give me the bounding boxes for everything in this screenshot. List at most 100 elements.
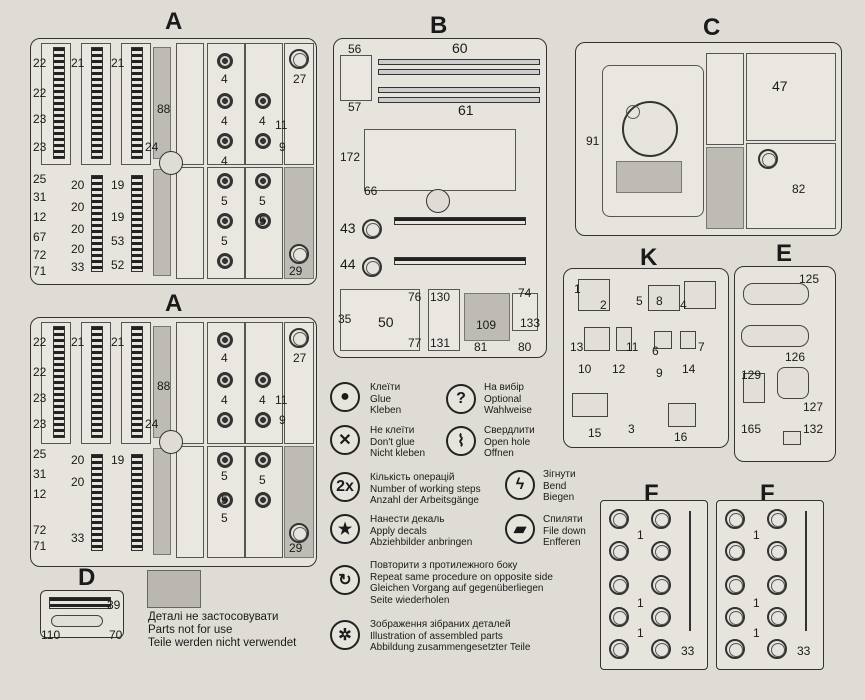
part-number: 5 — [221, 493, 228, 507]
part-number: 44 — [340, 256, 356, 272]
part-number: 9 — [279, 140, 286, 154]
part-number: 4 — [680, 298, 687, 312]
part-number: 29 — [289, 541, 303, 555]
steps-icon: 2x — [330, 472, 360, 502]
sprue-a-bottom: 22 22 23 23 25 31 12 72 71 21 21 20 20 3… — [30, 317, 317, 567]
part-number: 25 — [33, 447, 47, 461]
part-number: 5 — [636, 294, 643, 308]
part-number: 52 — [111, 258, 125, 272]
part-number: 1 — [637, 528, 644, 542]
part-number: 19 — [111, 178, 125, 192]
part-number: 9 — [279, 413, 286, 427]
sprue-c: 91 47 82 — [575, 42, 842, 236]
part-number: 33 — [71, 531, 85, 545]
part-number: 71 — [33, 539, 47, 553]
part-number: 1 — [753, 626, 760, 640]
sprue-d: 39 110 70 — [40, 590, 124, 642]
sprue-k-letter: K — [640, 244, 658, 271]
part-number: 88 — [157, 102, 171, 116]
part-number: 5 — [259, 473, 266, 487]
part-number: 72 — [33, 523, 47, 537]
part-number: 71 — [33, 264, 47, 278]
part-number: 5 — [221, 469, 228, 483]
part-number: 74 — [518, 286, 532, 300]
part-number: 23 — [33, 391, 47, 405]
part-number: 1 — [574, 282, 581, 296]
part-number: 23 — [33, 140, 47, 154]
part-number: 56 — [348, 42, 362, 56]
part-number: 4 — [221, 72, 228, 86]
drill-icon: ⌇ — [446, 426, 476, 456]
part-number: 22 — [33, 365, 47, 379]
part-number: 22 — [33, 335, 47, 349]
part-number: 77 — [408, 336, 422, 350]
part-number: 131 — [430, 336, 451, 350]
part-number: 109 — [476, 318, 497, 332]
part-number: 4 — [259, 393, 266, 407]
sprue-e-letter: E — [776, 240, 793, 267]
part-number: 14 — [682, 362, 696, 376]
part-number: 9 — [656, 366, 663, 380]
part-number: 16 — [674, 430, 688, 444]
part-number: 61 — [458, 102, 474, 118]
part-number: 21 — [71, 56, 85, 70]
not-for-use-label: Деталі не застосовувати Parts not for us… — [148, 611, 297, 649]
repeat-icon: ↻ — [330, 565, 360, 595]
part-number: 4 — [221, 351, 228, 365]
part-number: 110 — [41, 628, 61, 642]
part-number: 82 — [792, 182, 806, 196]
part-number: 21 — [71, 335, 85, 349]
part-number: 5 — [221, 234, 228, 248]
part-number: 5 — [259, 214, 266, 228]
sprue-b-letter: B — [430, 12, 448, 39]
assembled-icon: ✲ — [330, 620, 360, 650]
part-number: 12 — [612, 362, 626, 376]
part-number: 5 — [259, 194, 266, 208]
part-number: 130 — [430, 290, 451, 304]
part-number: 72 — [33, 248, 47, 262]
part-number: 76 — [408, 290, 422, 304]
part-number: 33 — [681, 644, 695, 658]
part-number: 127 — [803, 400, 824, 414]
part-number: 4 — [221, 154, 228, 168]
part-number: 70 — [109, 628, 123, 642]
part-number: 165 — [741, 422, 762, 436]
part-number: 1 — [753, 528, 760, 542]
file-down-icon: ▰ — [505, 514, 535, 544]
part-number: 43 — [340, 220, 356, 236]
part-number: 8 — [656, 294, 663, 308]
part-number: 24 — [145, 417, 159, 431]
sprue-a-top-letter: A — [165, 8, 183, 35]
part-number: 23 — [33, 112, 47, 126]
part-number: 21 — [111, 335, 125, 349]
part-number: 4 — [259, 114, 266, 128]
part-number: 22 — [33, 56, 47, 70]
part-number: 20 — [71, 453, 85, 467]
sprue-f1: 1 1 1 33 — [600, 500, 708, 670]
part-number: 22 — [33, 86, 47, 100]
part-number: 21 — [111, 56, 125, 70]
part-number: 11 — [275, 393, 288, 407]
part-number: 33 — [71, 260, 85, 274]
part-number: 5 — [221, 194, 228, 208]
part-number: 133 — [520, 316, 541, 330]
part-number: 81 — [474, 340, 488, 354]
part-number: 88 — [157, 379, 171, 393]
sprue-a-bottom-letter: A — [165, 290, 183, 317]
part-number: 125 — [799, 272, 820, 286]
sprue-b: 56 60 57 61 172 66 43 44 35 50 76 77 130… — [333, 38, 547, 358]
part-number: 31 — [33, 190, 47, 204]
part-number: 172 — [340, 150, 361, 164]
part-number: 12 — [33, 487, 47, 501]
part-number: 35 — [338, 312, 352, 326]
part-number: 20 — [71, 242, 85, 256]
part-number: 10 — [578, 362, 592, 376]
part-number: 3 — [628, 422, 635, 436]
sprue-c-letter: C — [703, 14, 721, 41]
